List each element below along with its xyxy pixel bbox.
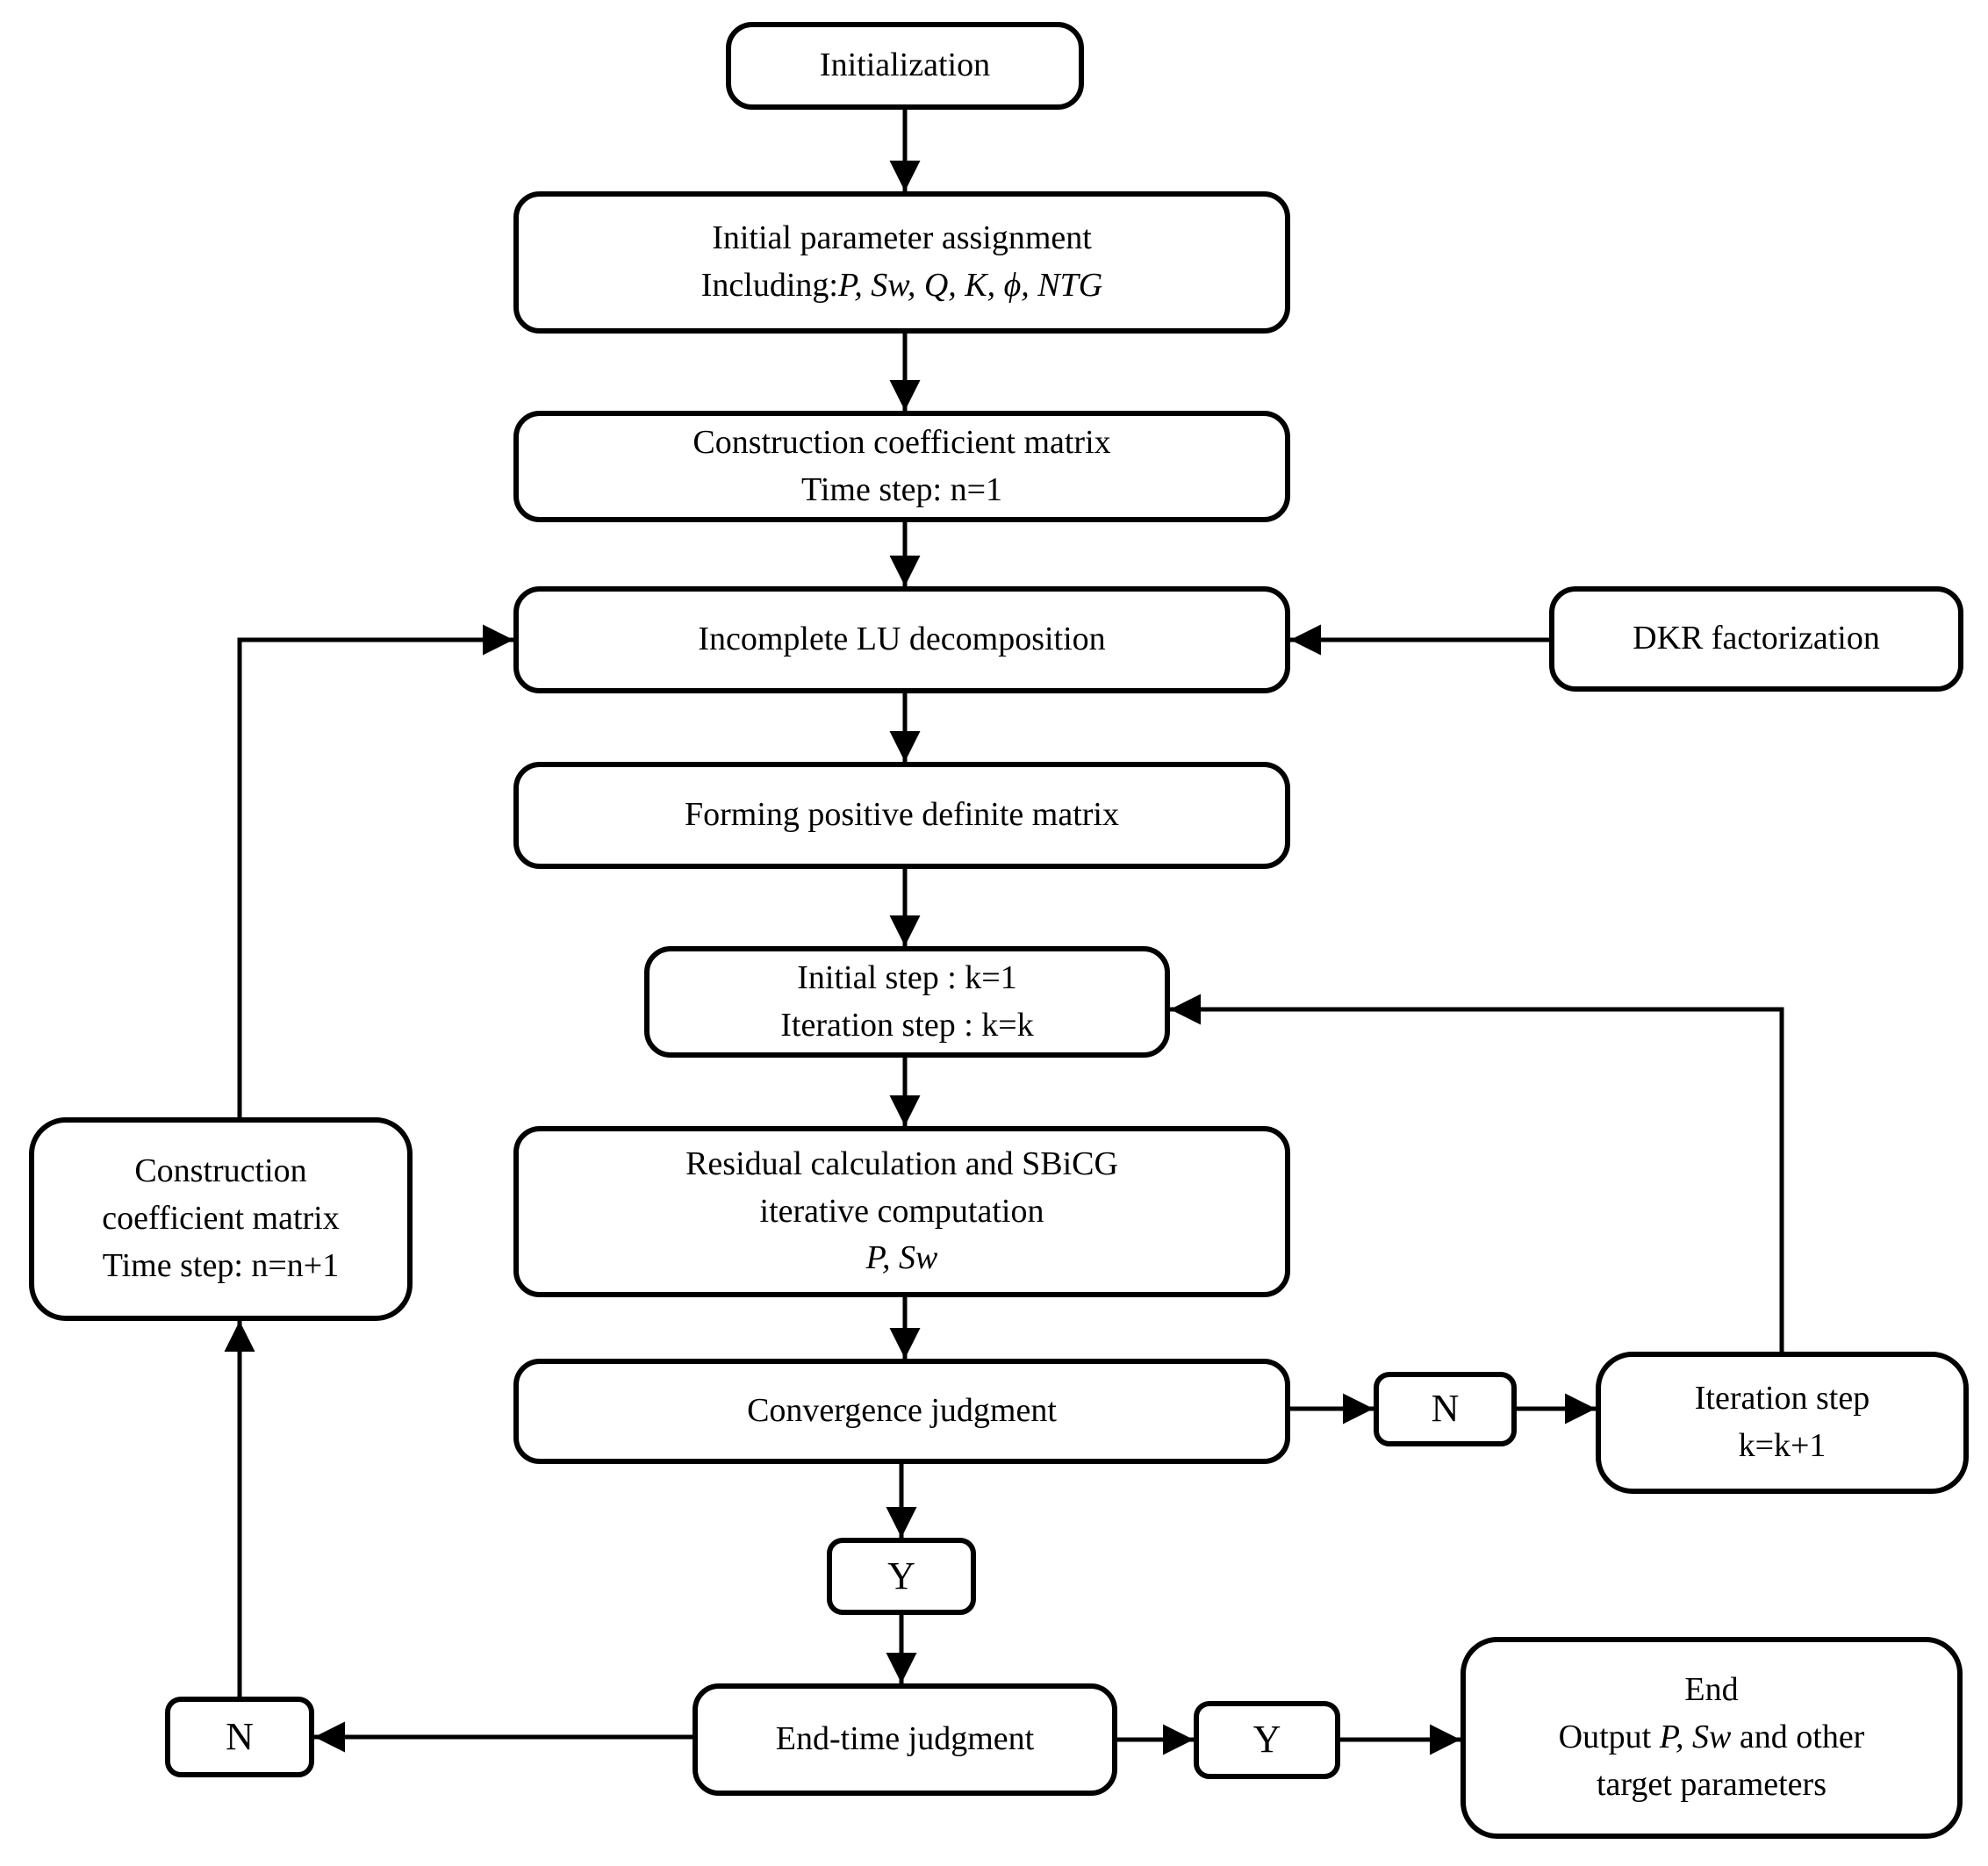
node-no-branch-convergence: N [1374, 1372, 1517, 1446]
node-initial-iteration-step: Initial step : k=1 Iteration step : k=k [644, 946, 1170, 1058]
node-label: Convergence judgment [747, 1392, 1057, 1430]
arrow-iter-loop-to-kstep [1170, 994, 1784, 1352]
node-label-line3: target parameters [1597, 1765, 1827, 1803]
node-label-line2: Time step: n=1 [800, 470, 1003, 508]
node-end-output: End Output P, Sw and other target parame… [1460, 1637, 1963, 1839]
node-label-line2: Iteration step : k=k [780, 1006, 1034, 1044]
node-label-line1: Iteration step [1694, 1380, 1870, 1417]
node-label-line3: Time step: n=n+1 [102, 1246, 340, 1284]
node-label: Forming positive definite matrix [685, 796, 1119, 834]
node-convergence-judgment: Convergence judgment [513, 1359, 1290, 1464]
node-no-branch-endtime: N [165, 1697, 314, 1777]
node-label-line1: Construction [134, 1152, 307, 1190]
output-suffix: and other [1731, 1719, 1865, 1756]
output-prefix: Output [1558, 1719, 1660, 1756]
node-label-line1: Initial parameter assignment [712, 219, 1092, 257]
node-construction-coefficient-matrix-n-plus-1: Construction coefficient matrix Time ste… [29, 1117, 413, 1321]
node-label-line2: k=k+1 [1738, 1427, 1827, 1464]
including-prefix: Including: [700, 267, 838, 304]
parameter-symbols: P, Sw, Q, K, ϕ, NTG [837, 267, 1103, 304]
node-yes-branch-endtime: Y [1194, 1701, 1340, 1779]
node-label: N [1431, 1387, 1460, 1431]
node-label-line2: iterative computation [759, 1192, 1044, 1230]
node-construction-coefficient-matrix-n1: Construction coefficient matrix Time ste… [513, 411, 1290, 522]
node-label-line3: P, Sw [865, 1239, 938, 1277]
node-incomplete-lu-decomposition: Incomplete LU decomposition [513, 586, 1290, 693]
node-label: Y [887, 1554, 915, 1597]
node-iteration-step-increment: Iteration step k=k+1 [1596, 1352, 1969, 1494]
output-params: P, Sw [1659, 1719, 1732, 1756]
node-label-line2: coefficient matrix [102, 1200, 340, 1238]
node-dkr-factorization: DKR factorization [1549, 586, 1963, 692]
node-label-line1: Construction coefficient matrix [693, 423, 1111, 461]
node-label: Y [1252, 1718, 1281, 1762]
node-residual-sbicg-computation: Residual calculation and SBiCG iterative… [513, 1126, 1290, 1297]
node-initialization: Initialization [726, 22, 1084, 110]
arrow-matrix2-loop-to-lu [237, 624, 513, 1117]
node-label: Initialization [819, 47, 991, 84]
node-label-line2: Output P, Sw and other [1559, 1714, 1865, 1762]
node-label-line1: End [1684, 1671, 1739, 1709]
node-label-line1: Initial step : k=1 [797, 958, 1017, 996]
node-yes-branch-convergence: Y [827, 1538, 976, 1615]
node-end-time-judgment: End-time judgment [693, 1683, 1117, 1796]
node-label: Incomplete LU decomposition [698, 621, 1106, 658]
node-label-line2: Including:P, Sw, Q, K, ϕ, NTG [701, 262, 1102, 310]
node-label: DKR factorization [1633, 620, 1880, 657]
node-forming-positive-definite-matrix: Forming positive definite matrix [513, 762, 1290, 869]
node-initial-parameter-assignment: Initial parameter assignment Including:P… [513, 191, 1290, 334]
node-label: N [226, 1714, 254, 1758]
node-label-line1: Residual calculation and SBiCG [685, 1145, 1118, 1182]
node-label: End-time judgment [775, 1720, 1035, 1758]
